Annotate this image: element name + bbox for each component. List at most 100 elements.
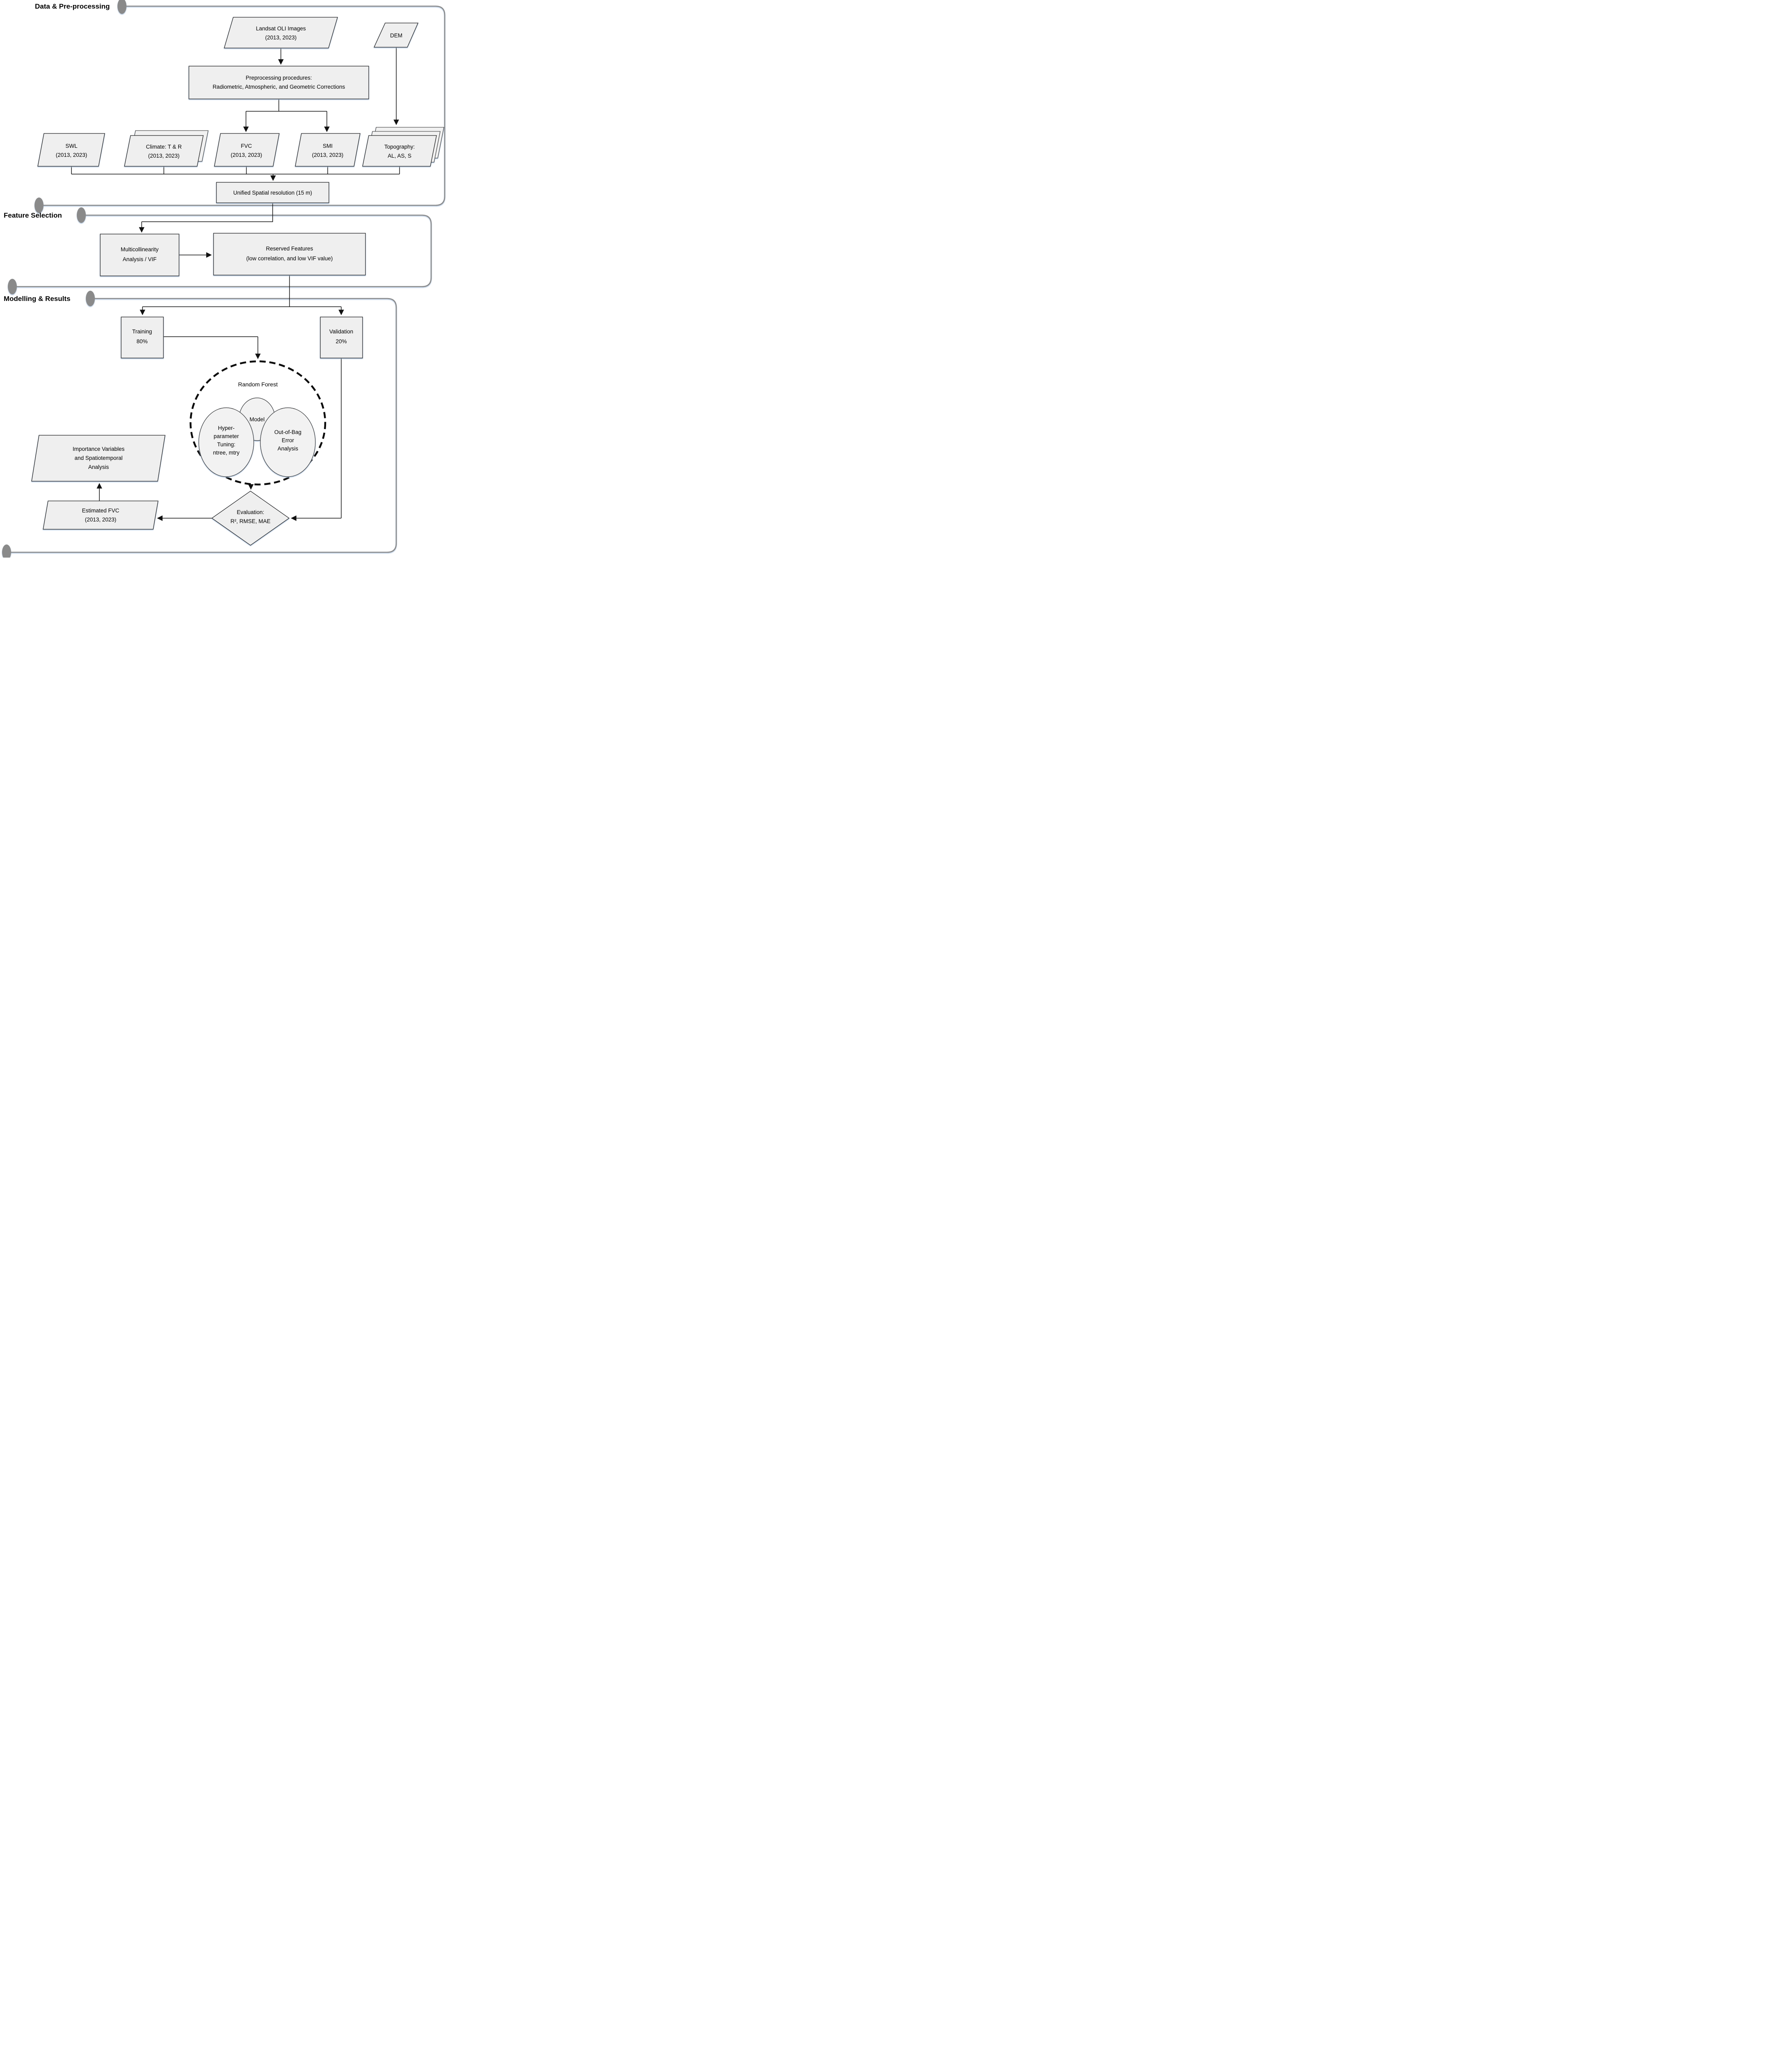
node-multicollinearity: Multicollinearity Analysis / VIF — [100, 234, 179, 276]
hyperparameter-line4: ntree, mtry — [213, 450, 240, 456]
reserved-line2: (low correlation, and low VIF value) — [246, 255, 333, 262]
estimated-fvc-line2: (2013, 2023) — [85, 517, 117, 523]
section-feature-selection-border — [12, 214, 432, 287]
section-end-dot — [8, 279, 17, 294]
out-of-bag-line2: Error — [282, 437, 294, 443]
section-start-dot — [77, 207, 86, 223]
node-training: Training 80% — [121, 317, 164, 358]
evaluation-line2: R², RMSE, MAE — [230, 518, 271, 524]
node-evaluation: Evaluation: R², RMSE, MAE — [211, 491, 290, 546]
node-estimated-fvc: Estimated FVC (2013, 2023) — [43, 501, 159, 530]
section-start-dot — [86, 291, 95, 306]
out-of-bag-ellipse — [260, 407, 316, 477]
dem-parallelogram — [373, 23, 418, 48]
importance-parallelogram — [31, 435, 165, 482]
estimated-fvc-line1: Estimated FVC — [82, 508, 119, 514]
section-title-data-preprocessing: Data & Pre-processing — [35, 2, 110, 10]
swl-line2: (2013, 2023) — [56, 152, 87, 158]
node-topography: Topography: AL, AS, S — [362, 127, 444, 167]
estimated-fvc-parallelogram — [43, 501, 159, 530]
section-start-dot — [117, 0, 126, 14]
connector-preprocessing-split — [246, 99, 327, 112]
flowchart-svg: Data & Pre-processing Feature Selection … — [2, 0, 446, 558]
section-containers — [2, 0, 446, 558]
node-dem: DEM — [373, 23, 418, 48]
importance-line2: and Spatiotemporal — [74, 455, 122, 461]
model-label: Model — [250, 416, 265, 423]
out-of-bag-line3: Analysis — [278, 446, 299, 452]
out-of-bag-line1: Out-of-Bag — [274, 429, 301, 435]
node-hyperparameter-tuning: Hyper- parameter Tuning: ntree, mtry — [198, 407, 254, 477]
landsat-label-line1: Landsat OLI Images — [256, 25, 306, 32]
node-swl: SWL (2013, 2023) — [37, 133, 105, 167]
reserved-rect — [213, 233, 366, 276]
validation-rect — [320, 317, 363, 358]
connectors — [71, 47, 400, 521]
preprocessing-rect — [188, 66, 369, 99]
connector-reserved-split — [142, 275, 341, 307]
reserved-line1: Reserved Features — [266, 246, 313, 252]
swl-parallelogram — [37, 133, 105, 167]
dem-label: DEM — [390, 32, 402, 39]
fvc-line2: (2013, 2023) — [231, 152, 262, 158]
hyperparameter-line2: parameter — [214, 433, 239, 439]
hyperparameter-line1: Hyper- — [218, 425, 235, 431]
importance-line3: Analysis — [88, 464, 109, 470]
random-forest-dashed-circle — [189, 360, 326, 486]
section-title-feature-selection: Feature Selection — [4, 211, 62, 219]
training-line2: 80% — [136, 338, 147, 344]
preprocessing-line2: Radiometric, Atmospheric, and Geometric … — [213, 84, 345, 90]
importance-line1: Importance Variables — [73, 446, 125, 452]
section-end-dot — [2, 544, 11, 558]
training-line1: Training — [132, 328, 152, 335]
multicollinearity-line2: Analysis / VIF — [123, 256, 157, 262]
topography-line2: AL, AS, S — [388, 153, 411, 159]
connector-collect-bus — [71, 166, 400, 175]
climate-parallelogram — [124, 135, 204, 167]
node-smi: SMI (2013, 2023) — [295, 133, 361, 167]
node-unified-resolution: Unified Spatial resolution (15 m) — [216, 182, 329, 203]
fvc-parallelogram — [214, 133, 280, 167]
node-fvc: FVC (2013, 2023) — [214, 133, 280, 167]
fvc-line1: FVC — [241, 143, 252, 149]
evaluation-diamond — [211, 491, 290, 546]
random-forest-group: Random Forest Model Hyper- parameter Tun… — [189, 360, 326, 486]
swl-line1: SWL — [65, 143, 78, 149]
random-forest-title: Random Forest — [238, 381, 278, 388]
node-climate: Climate: T & R (2013, 2023) — [124, 130, 209, 167]
unified-label: Unified Spatial resolution (15 m) — [233, 190, 312, 196]
hyperparameter-line3: Tuning: — [217, 441, 236, 448]
node-reserved-features: Reserved Features (low correlation, and … — [213, 233, 366, 276]
preprocessing-line1: Preprocessing procedures: — [246, 75, 312, 81]
node-validation: Validation 20% — [320, 317, 363, 358]
node-importance-variables: Importance Variables and Spatiotemporal … — [31, 435, 165, 482]
flowchart-canvas: Data & Pre-processing Feature Selection … — [0, 0, 448, 558]
validation-line1: Validation — [329, 328, 353, 335]
landsat-label-line2: (2013, 2023) — [265, 34, 297, 41]
connector-unified-to-multicollinearity — [142, 203, 273, 222]
smi-line2: (2013, 2023) — [312, 152, 344, 158]
node-out-of-bag: Out-of-Bag Error Analysis — [260, 407, 316, 477]
node-preprocessing: Preprocessing procedures: Radiometric, A… — [188, 66, 369, 99]
topography-parallelogram — [362, 135, 437, 167]
unified-rect — [216, 182, 329, 203]
multicollinearity-line1: Multicollinearity — [121, 246, 159, 253]
validation-line2: 20% — [335, 338, 347, 344]
training-rect — [121, 317, 164, 358]
section-data-preprocessing-border — [39, 5, 446, 206]
section-end-dot — [34, 197, 44, 213]
smi-parallelogram — [295, 133, 361, 167]
evaluation-line1: Evaluation: — [237, 509, 264, 515]
output-nodes: Evaluation: R², RMSE, MAE Estimated FVC … — [31, 435, 290, 546]
section-modelling-results-border — [7, 298, 397, 553]
nodes: Landsat OLI Images (2013, 2023) DEM Prep… — [37, 17, 444, 358]
multicollinearity-rect — [100, 234, 179, 276]
landsat-parallelogram — [224, 17, 338, 48]
node-landsat-oli-images: Landsat OLI Images (2013, 2023) — [224, 17, 338, 48]
climate-line1: Climate: T & R — [146, 144, 182, 150]
smi-line1: SMI — [323, 143, 333, 149]
climate-line2: (2013, 2023) — [148, 153, 180, 159]
hyperparameter-ellipse — [198, 407, 254, 477]
section-title-modelling-results: Modelling & Results — [4, 295, 70, 303]
topography-line1: Topography: — [384, 144, 415, 150]
